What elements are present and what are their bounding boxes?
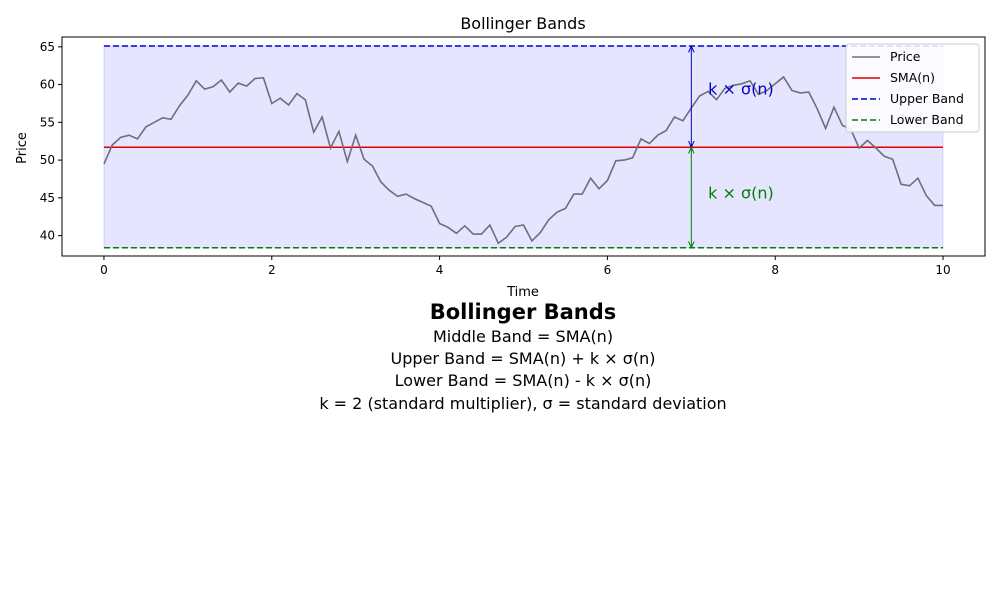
y-tick-label: 55 bbox=[40, 115, 55, 129]
x-tick-label: 2 bbox=[268, 263, 276, 277]
bollinger-chart: k × σ(n) k × σ(n) 0 2 4 6 8 10 40 45 50 55 60 65 Bol… bbox=[15, 14, 986, 300]
x-tick-label: 8 bbox=[771, 263, 779, 277]
x-axis-label: Time bbox=[506, 285, 539, 300]
plot-frame bbox=[61, 36, 986, 257]
legend-label: Price bbox=[890, 49, 921, 64]
x-tick-label: 6 bbox=[604, 263, 612, 277]
upper-deviation-label: k × σ(n) bbox=[708, 79, 774, 98]
legend-label: Lower Band bbox=[890, 112, 964, 127]
y-tick-label: 60 bbox=[40, 78, 55, 92]
y-axis-label: Price bbox=[15, 132, 30, 164]
legend-label: Upper Band bbox=[890, 91, 964, 106]
chart-title: Bollinger Bands bbox=[460, 14, 585, 33]
formula-title: Bollinger Bands bbox=[429, 300, 617, 324]
x-tick-label: 0 bbox=[100, 263, 108, 277]
lower-deviation-label: k × σ(n) bbox=[708, 184, 774, 203]
y-tick-label: 45 bbox=[40, 191, 55, 205]
y-tick-label: 40 bbox=[40, 229, 55, 243]
y-tick-label: 65 bbox=[40, 40, 55, 54]
y-tick-label: 50 bbox=[40, 153, 55, 167]
legend-label: SMA(n) bbox=[890, 70, 935, 85]
x-tick-label: 10 bbox=[935, 263, 950, 277]
price-line bbox=[103, 75, 943, 245]
legend-box bbox=[845, 43, 980, 133]
formula-lower-band: Lower Band = SMA(n) - k × σ(n) bbox=[394, 371, 652, 390]
formula-k-definition: k = 2 (standard multiplier), σ = standar… bbox=[319, 394, 727, 413]
formula-middle-band: Middle Band = SMA(n) bbox=[432, 327, 614, 346]
formula-upper-band: Upper Band = SMA(n) + k × σ(n) bbox=[390, 349, 656, 368]
x-tick-label: 4 bbox=[436, 263, 444, 277]
